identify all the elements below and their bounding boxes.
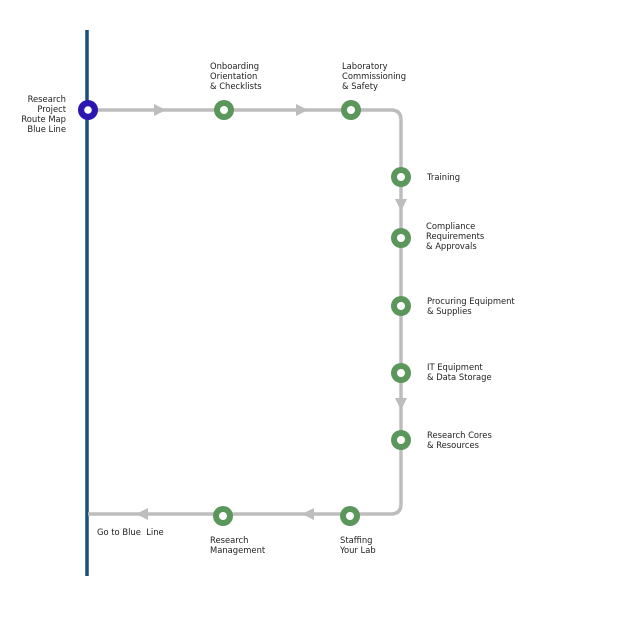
station-label: Compliance Requirements & Approvals <box>426 221 485 251</box>
station-label: Staffing Your Lab <box>340 535 376 555</box>
origin-station[interactable] <box>78 100 98 120</box>
arrow-down-icon <box>395 398 407 410</box>
origin-label: Research Project Route Map Blue Line <box>21 94 66 134</box>
station-label: Training <box>427 172 461 182</box>
arrow-down-icon <box>395 199 407 211</box>
go-to-blue-line-link[interactable]: Go to Blue Line <box>97 527 164 537</box>
station-onboarding[interactable] <box>214 100 234 120</box>
arrow-left-icon <box>302 508 314 520</box>
station-label: Research Management <box>210 535 266 555</box>
arrow-right-icon <box>154 104 166 116</box>
station-staffing[interactable] <box>340 506 360 526</box>
station-label: Onboarding Orientation & Checklists <box>210 61 262 91</box>
station-it-equipment[interactable] <box>391 363 411 383</box>
station-label: Procuring Equipment & Supplies <box>427 296 515 316</box>
station-label: IT Equipment & Data Storage <box>427 362 492 382</box>
route-path <box>88 108 403 516</box>
station-laboratory[interactable] <box>341 100 361 120</box>
station-compliance[interactable] <box>391 228 411 248</box>
station-procuring[interactable] <box>391 296 411 316</box>
arrow-left-icon <box>136 508 148 520</box>
station-training[interactable] <box>391 167 411 187</box>
arrow-right-icon <box>296 104 308 116</box>
station-research-management[interactable] <box>213 506 233 526</box>
station-label: Laboratory Commissioning & Safety <box>342 61 407 91</box>
station-research-cores[interactable] <box>391 430 411 450</box>
station-label: Research Cores & Resources <box>427 430 492 450</box>
